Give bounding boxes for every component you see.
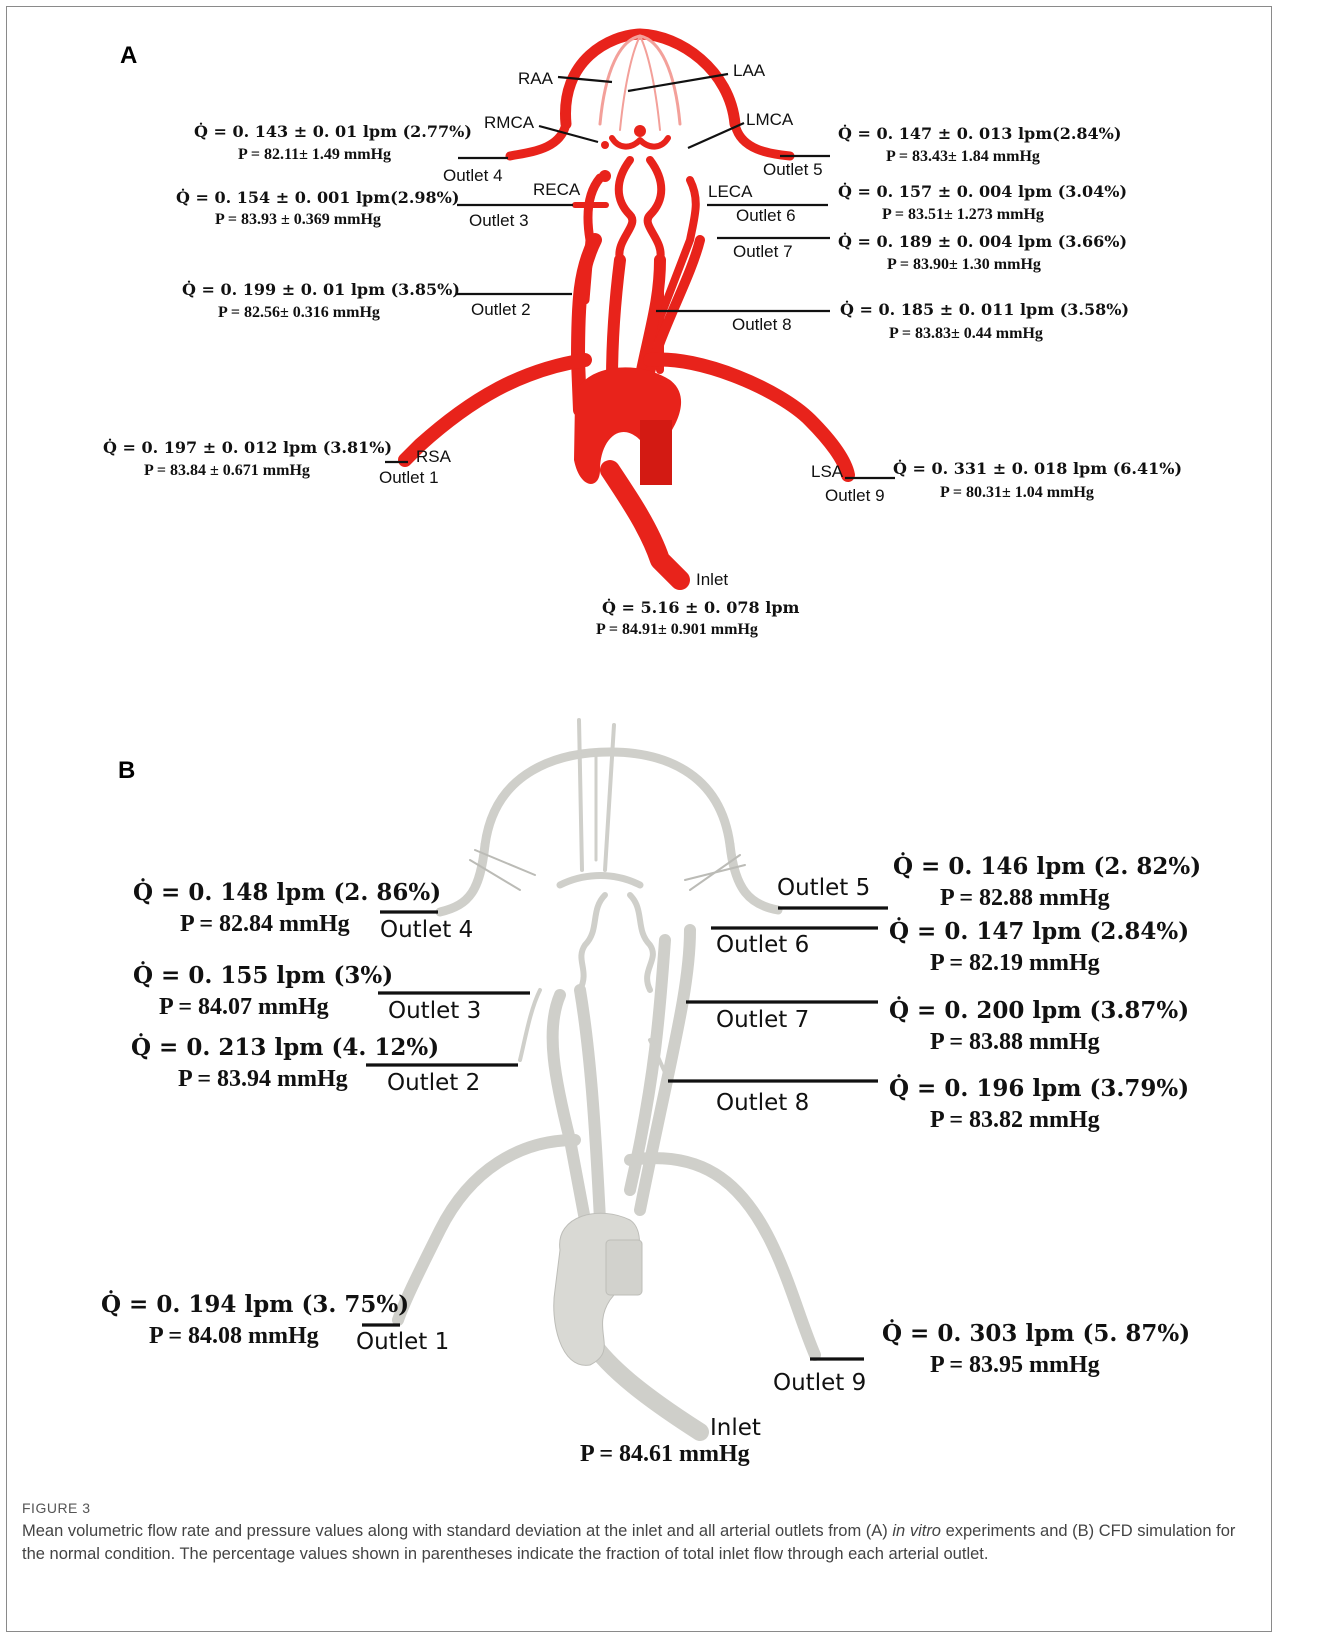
a-outlet-5-pressure: P = 83.43± 1.84 mmHg <box>886 149 1040 165</box>
a-outlet-4-pressure: P = 82.11± 1.49 mmHg <box>238 147 391 163</box>
b-outlet-9-label: Outlet 9 <box>773 1372 866 1395</box>
b-outlet-3-label: Outlet 3 <box>388 1000 481 1023</box>
caption-part-3: experiments and ( <box>941 1522 1078 1540</box>
a-outlet-5-label: Outlet 5 <box>763 161 823 178</box>
b-outlet-6-flow: Q̇ = 0. 147 lpm (2.84%) <box>889 920 1189 943</box>
b-outlet-3-pressure: P = 84.07 mmHg <box>159 995 329 1019</box>
a-outlet-9-flow: Q̇ = 0. 331 ± 0. 018 lpm (6.41%) <box>893 461 1182 477</box>
caption-ref-b[interactable]: B <box>1078 1522 1089 1540</box>
b-outlet-8-pressure: P = 83.82 mmHg <box>930 1108 1100 1132</box>
a-outlet-9-label: Outlet 9 <box>825 487 885 504</box>
b-outlet-2-pressure: P = 83.94 mmHg <box>178 1067 348 1091</box>
b-outlet-4-pressure: P = 82.84 mmHg <box>180 912 350 936</box>
figure-caption-heading: FIGURE 3 <box>22 1500 91 1516</box>
b-outlet-8-label: Outlet 8 <box>716 1092 809 1115</box>
a-outlet-1-label: Outlet 1 <box>379 469 439 486</box>
b-outlet-7-label: Outlet 7 <box>716 1009 809 1032</box>
a-inlet-flow: Q̇ = 5.16 ± 0. 078 lpm <box>602 600 799 616</box>
b-outlet-2-flow: Q̇ = 0. 213 lpm (4. 12%) <box>131 1036 439 1059</box>
b-outlet-9-pressure: P = 83.95 mmHg <box>930 1353 1100 1377</box>
b-inlet-pressure: P = 84.61 mmHg <box>580 1442 750 1466</box>
rsa-label: RSA <box>416 448 451 465</box>
a-outlet-3-flow: Q̇ = 0. 154 ± 0. 001 lpm(2.98%) <box>176 190 459 206</box>
lsa-label: LSA <box>811 463 843 480</box>
b-outlet-9-flow: Q̇ = 0. 303 lpm (5. 87%) <box>882 1322 1190 1345</box>
a-outlet-3-pressure: P = 83.93 ± 0.369 mmHg <box>215 212 381 228</box>
caption-ref-a[interactable]: A <box>871 1522 882 1540</box>
caption-part-1: Mean volumetric flow rate and pressure v… <box>22 1522 871 1540</box>
b-inlet-label: Inlet <box>710 1417 761 1440</box>
a-outlet-4-label: Outlet 4 <box>443 167 503 184</box>
caption-part-2: ) <box>882 1522 892 1540</box>
a-outlet-6-label: Outlet 6 <box>736 207 796 224</box>
a-outlet-5-flow: Q̇ = 0. 147 ± 0. 013 lpm(2.84%) <box>838 126 1121 142</box>
figure-caption: Mean volumetric flow rate and pressure v… <box>22 1520 1262 1566</box>
b-outlet-3-flow: Q̇ = 0. 155 lpm (3%) <box>133 964 393 987</box>
b-outlet-4-label: Outlet 4 <box>380 919 473 942</box>
a-outlet-2-flow: Q̇ = 0. 199 ± 0. 01 lpm (3.85%) <box>182 282 460 298</box>
b-outlet-6-pressure: P = 82.19 mmHg <box>930 951 1100 975</box>
laa-label: LAA <box>733 62 765 79</box>
a-outlet-2-label: Outlet 2 <box>471 301 531 318</box>
b-outlet-5-label: Outlet 5 <box>777 877 870 900</box>
b-outlet-1-flow: Q̇ = 0. 194 lpm (3. 75%) <box>101 1293 409 1316</box>
a-outlet-6-pressure: P = 83.51± 1.273 mmHg <box>882 207 1044 223</box>
a-outlet-3-label: Outlet 3 <box>469 212 529 229</box>
a-inlet-label: Inlet <box>696 571 728 588</box>
panel-b-label: B <box>118 757 135 785</box>
b-outlet-2-label: Outlet 2 <box>387 1072 480 1095</box>
b-outlet-7-pressure: P = 83.88 mmHg <box>930 1030 1100 1054</box>
a-outlet-7-pressure: P = 83.90± 1.30 mmHg <box>887 257 1041 273</box>
b-outlet-6-label: Outlet 6 <box>716 934 809 957</box>
a-outlet-8-pressure: P = 83.83± 0.44 mmHg <box>889 326 1043 342</box>
reca-label: RECA <box>533 181 580 198</box>
b-outlet-1-label: Outlet 1 <box>356 1331 449 1354</box>
b-outlet-7-flow: Q̇ = 0. 200 lpm (3.87%) <box>889 999 1189 1022</box>
a-outlet-6-flow: Q̇ = 0. 157 ± 0. 004 lpm (3.04%) <box>838 184 1127 200</box>
b-outlet-5-pressure: P = 82.88 mmHg <box>940 886 1110 910</box>
a-outlet-1-flow: Q̇ = 0. 197 ± 0. 012 lpm (3.81%) <box>103 440 392 456</box>
panel-a-label: A <box>120 42 137 70</box>
rmca-label: RMCA <box>484 114 534 131</box>
a-outlet-7-flow: Q̇ = 0. 189 ± 0. 004 lpm (3.66%) <box>838 234 1127 250</box>
a-outlet-7-label: Outlet 7 <box>733 243 793 260</box>
a-outlet-8-flow: Q̇ = 0. 185 ± 0. 011 lpm (3.58%) <box>840 302 1129 318</box>
leca-label: LECA <box>708 183 752 200</box>
raa-label: RAA <box>518 70 553 87</box>
b-outlet-1-pressure: P = 84.08 mmHg <box>149 1324 319 1348</box>
a-outlet-2-pressure: P = 82.56± 0.316 mmHg <box>218 305 380 321</box>
b-outlet-8-flow: Q̇ = 0. 196 lpm (3.79%) <box>889 1077 1189 1100</box>
lmca-label: LMCA <box>746 111 793 128</box>
a-outlet-1-pressure: P = 83.84 ± 0.671 mmHg <box>144 463 310 479</box>
b-outlet-5-flow: Q̇ = 0. 146 lpm (2. 82%) <box>893 855 1201 878</box>
b-outlet-4-flow: Q̇ = 0. 148 lpm (2. 86%) <box>133 881 441 904</box>
a-outlet-8-label: Outlet 8 <box>732 316 792 333</box>
a-outlet-9-pressure: P = 80.31± 1.04 mmHg <box>940 485 1094 501</box>
caption-italic: in vitro <box>892 1522 941 1540</box>
a-inlet-pressure: P = 84.91± 0.901 mmHg <box>596 622 758 638</box>
a-outlet-4-flow: Q̇ = 0. 143 ± 0. 01 lpm (2.77%) <box>194 124 472 140</box>
